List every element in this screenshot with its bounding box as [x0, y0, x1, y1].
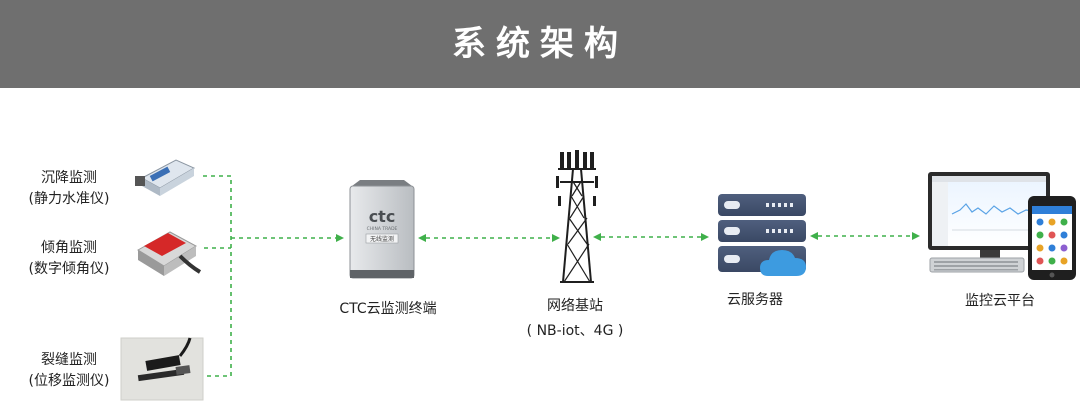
terminal-logo-sub: CHINA TRADE	[367, 226, 398, 232]
page-title: 系统架构	[452, 23, 628, 64]
mobile-phone-icon	[1028, 196, 1076, 280]
sensor-type: (数字倾角仪)	[28, 261, 110, 277]
base-station-protocols: ( NB-iot、4G )	[526, 323, 624, 339]
cloud-server-icon	[718, 194, 806, 276]
server-to-platform-link	[810, 232, 920, 240]
arrow-head	[336, 234, 344, 242]
base-station-tower-icon	[556, 150, 598, 283]
sensor-connector-lines	[203, 175, 336, 377]
monitor-icon	[928, 172, 1050, 273]
terminal-plate: 无线监测	[370, 235, 394, 243]
sensor-type: (位移监测仪)	[28, 373, 110, 389]
station-to-server-link	[593, 233, 709, 241]
ctc-terminal-image: ctc CHINA TRADE 无线监测	[349, 180, 415, 279]
server-label: 云服务器	[727, 292, 783, 308]
crack-displacement-sensor-image	[120, 337, 204, 401]
sensor-name: 裂缝监测	[41, 352, 97, 368]
sensor-name: 沉降监测	[41, 170, 97, 186]
sensor-name: 倾角监测	[41, 240, 97, 256]
inclinometer-sensor-image	[124, 224, 202, 284]
platform-label: 监控云平台	[965, 293, 1035, 309]
header-bar: 系统架构	[0, 0, 1080, 88]
base-station-name: 网络基站	[547, 298, 603, 314]
terminal-label: CTC云监测终端	[339, 301, 437, 317]
sensor-label-crack: 裂缝监测 (位移监测仪)	[14, 350, 124, 392]
terminal-to-station-link	[418, 234, 560, 242]
sensor-type: (静力水准仪)	[28, 191, 110, 207]
base-station-label: 网络基站 ( NB-iot、4G )	[510, 296, 640, 342]
hydrostatic-level-sensor-image	[135, 152, 196, 196]
sensor-label-settlement: 沉降监测 (静力水准仪)	[14, 168, 124, 210]
sensor-label-inclination: 倾角监测 (数字倾角仪)	[14, 238, 124, 280]
terminal-logo: ctc	[369, 207, 396, 226]
